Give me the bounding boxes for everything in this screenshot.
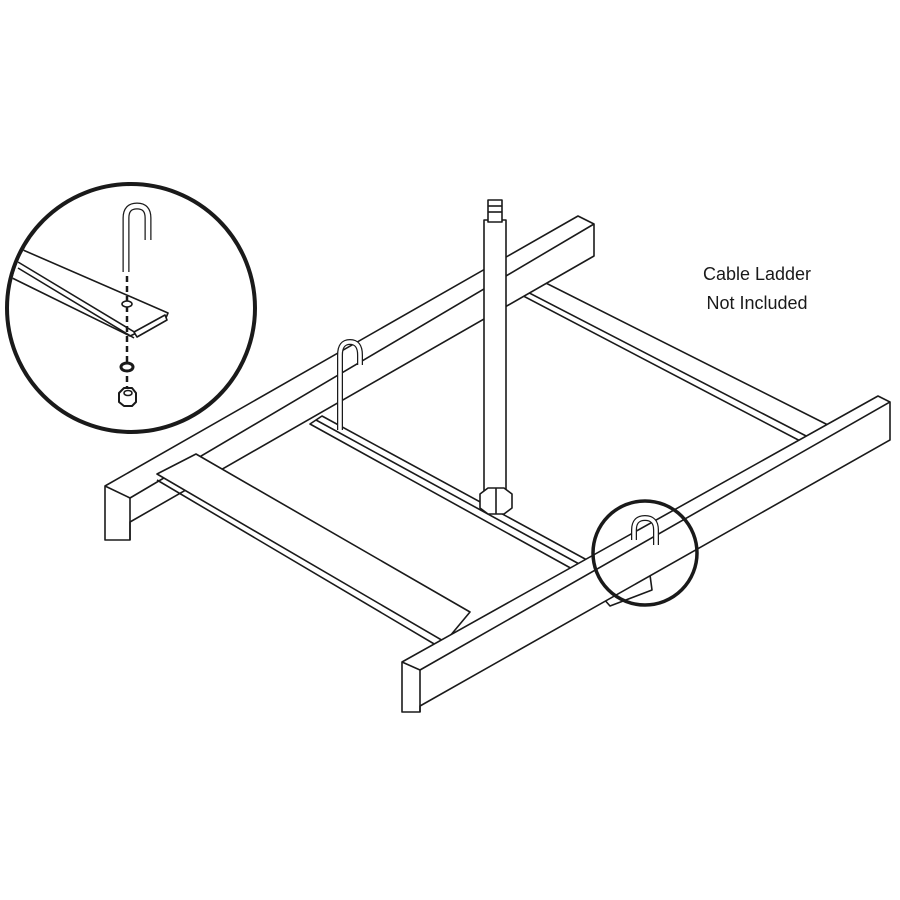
j-hook-left [337,339,363,430]
ladder-rung-front [156,453,471,649]
note-cable-ladder: Cable Ladder [702,264,812,284]
note-not-included: Not Included [706,293,808,313]
bolt-hole [121,300,133,308]
detail-inset [5,182,257,434]
j-hook-right [631,515,659,545]
j-hook-detail [122,202,152,272]
ladder-side-rail-front [401,395,891,713]
washer [119,361,135,373]
detail-callout-circle [591,499,699,607]
threaded-rod [479,199,513,515]
